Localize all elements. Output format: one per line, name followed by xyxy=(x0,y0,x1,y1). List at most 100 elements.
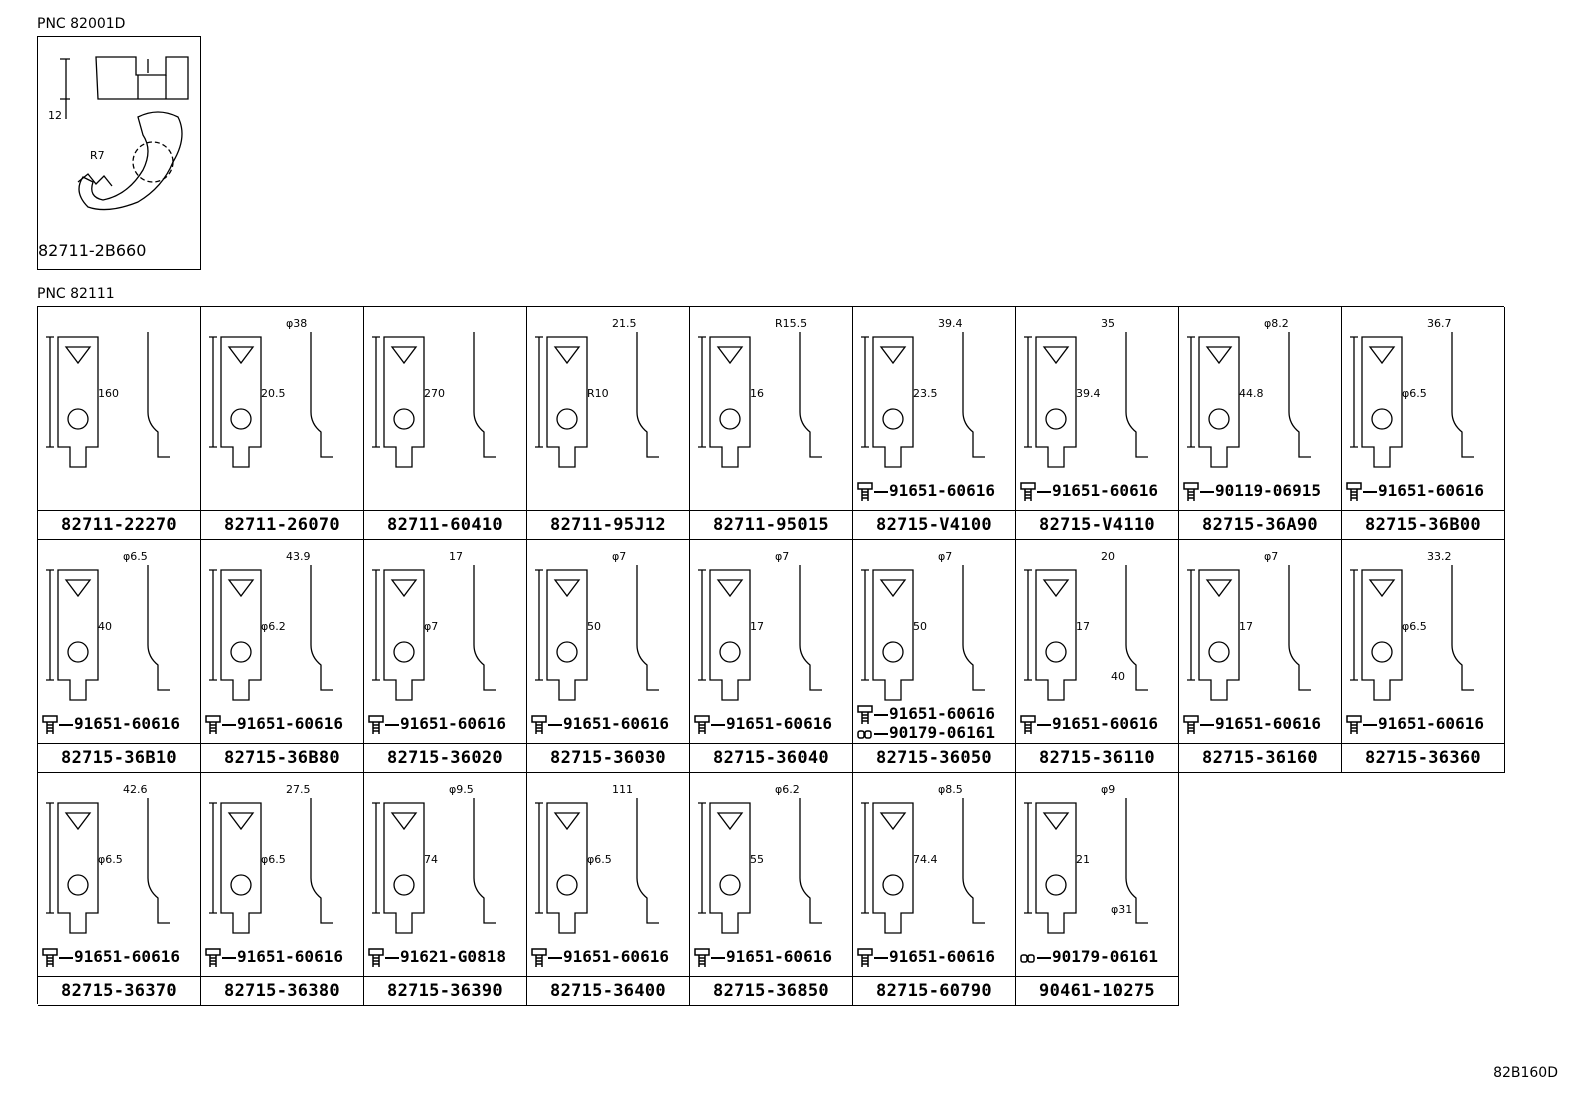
fastener-part-number: 91651-60616 xyxy=(237,714,343,733)
part-number: 82715-36030 xyxy=(527,743,689,772)
bolt-callout: 91651-60616 xyxy=(368,714,506,735)
part-cell: 39.4 35 91651-60616 82715-V4110 xyxy=(1016,307,1179,540)
bolt-callout: 91651-60616 xyxy=(531,947,669,968)
part-number: 82711-2B660 xyxy=(38,241,147,260)
dimension-label: 43.9 xyxy=(286,550,311,563)
bolt-callout: 91651-60616 xyxy=(205,947,343,968)
part-number: 82715-36370 xyxy=(38,976,200,1005)
part-drawing: φ6.536.7 xyxy=(1350,317,1474,468)
bolt-callout: 91651-60616 xyxy=(857,481,995,502)
top-dim-12: 12 xyxy=(48,109,62,122)
bolt-callout: 91651-60616 xyxy=(1020,714,1158,735)
dimension-label: 74 xyxy=(424,853,438,866)
bolt-callout: 91621-G0818 xyxy=(368,947,506,968)
part-drawing: φ6.5 111 xyxy=(535,783,659,934)
fastener-part-number: 90179-06161 xyxy=(1052,947,1158,966)
dimension-label: φ7 xyxy=(938,550,952,563)
part-number: 82715-36110 xyxy=(1016,743,1178,772)
part-cell: 23.5 39.4 91651-60616 82715-V4100 xyxy=(853,307,1016,540)
dimension-label: R10 xyxy=(587,387,609,400)
dimension-label: φ6.5 xyxy=(1402,387,1427,400)
part-number: 82715-36B10 xyxy=(38,743,200,772)
bolt-callout: 91651-60616 xyxy=(1020,481,1158,502)
bolt-icon xyxy=(368,714,384,734)
fastener-part-number: 91651-60616 xyxy=(889,947,995,966)
dimension-label: φ7 xyxy=(1264,550,1278,563)
part-number: 82715-V4110 xyxy=(1016,510,1178,539)
part-number: 82715-36B80 xyxy=(201,743,363,772)
part-number: 82711-95015 xyxy=(690,510,852,539)
dimension-label: 55 xyxy=(750,853,764,866)
dimension-label: φ31 xyxy=(1111,903,1132,916)
dimension-label: 160 xyxy=(98,387,119,400)
part-number: 82715-36850 xyxy=(690,976,852,1005)
dimension-label: 39.4 xyxy=(1076,387,1101,400)
pnc-main-label: PNC 82111 xyxy=(37,286,115,302)
dimension-label: 23.5 xyxy=(913,387,938,400)
part-number: 82715-36160 xyxy=(1179,743,1341,772)
bolt-icon xyxy=(1346,714,1362,734)
bolt-icon xyxy=(531,714,547,734)
bolt-callout: 91651-60616 xyxy=(1346,714,1484,735)
clip-callout: 90179-06161 xyxy=(857,723,995,744)
bolt-callout: 91651-60616 xyxy=(857,947,995,968)
part-drawing: 160 xyxy=(46,332,170,468)
dimension-label: 17 xyxy=(1076,620,1090,633)
fastener-part-number: 91651-60616 xyxy=(1378,481,1484,500)
dimension-label: φ7 xyxy=(775,550,789,563)
fastener-part-number: 91651-60616 xyxy=(1378,714,1484,733)
part-number: 82715-V4100 xyxy=(853,510,1015,539)
bolt-callout: 91651-60616 xyxy=(205,714,343,735)
fastener-part-number: 91651-60616 xyxy=(1052,481,1158,500)
dimension-label: 21.5 xyxy=(612,317,637,330)
dimension-label: φ8.2 xyxy=(1264,317,1289,330)
dimension-label: 21 xyxy=(1076,853,1090,866)
bolt-icon xyxy=(1020,481,1036,501)
bolt-icon xyxy=(42,947,58,967)
bolt-callout: 91651-60616 xyxy=(531,714,669,735)
bolt-icon xyxy=(1183,714,1199,734)
fastener-part-number: 91651-60616 xyxy=(889,704,995,723)
bolt-icon xyxy=(368,947,384,967)
part-drawing: 74.4φ8.5 xyxy=(861,783,985,934)
part-number: 82711-22270 xyxy=(38,510,200,539)
bolt-icon xyxy=(205,714,221,734)
dimension-label: φ6.5 xyxy=(98,853,123,866)
dimension-label: 111 xyxy=(612,783,633,796)
dimension-label: φ6.5 xyxy=(587,853,612,866)
dimension-label: 39.4 xyxy=(938,317,963,330)
part-number: 82715-36020 xyxy=(364,743,526,772)
top-part-box: 12 R7 82711-2B660 xyxy=(37,36,201,270)
dimension-label: 35 xyxy=(1101,317,1115,330)
fastener-part-number: 91621-G0818 xyxy=(400,947,506,966)
bolt-icon xyxy=(857,481,873,501)
dimension-label: φ6.5 xyxy=(123,550,148,563)
dimension-label: φ6.2 xyxy=(775,783,800,796)
bolt-icon xyxy=(857,947,873,967)
fastener-part-number: 91651-60616 xyxy=(400,714,506,733)
fastener-part-number: 91651-60616 xyxy=(1215,714,1321,733)
part-number: 82715-60790 xyxy=(853,976,1015,1005)
dimension-label: 40 xyxy=(1111,670,1125,683)
dimension-label: 20.5 xyxy=(261,387,286,400)
part-number: 82715-36380 xyxy=(201,976,363,1005)
bolt-icon xyxy=(1020,714,1036,734)
pnc-top-label: PNC 82001D xyxy=(37,16,126,32)
